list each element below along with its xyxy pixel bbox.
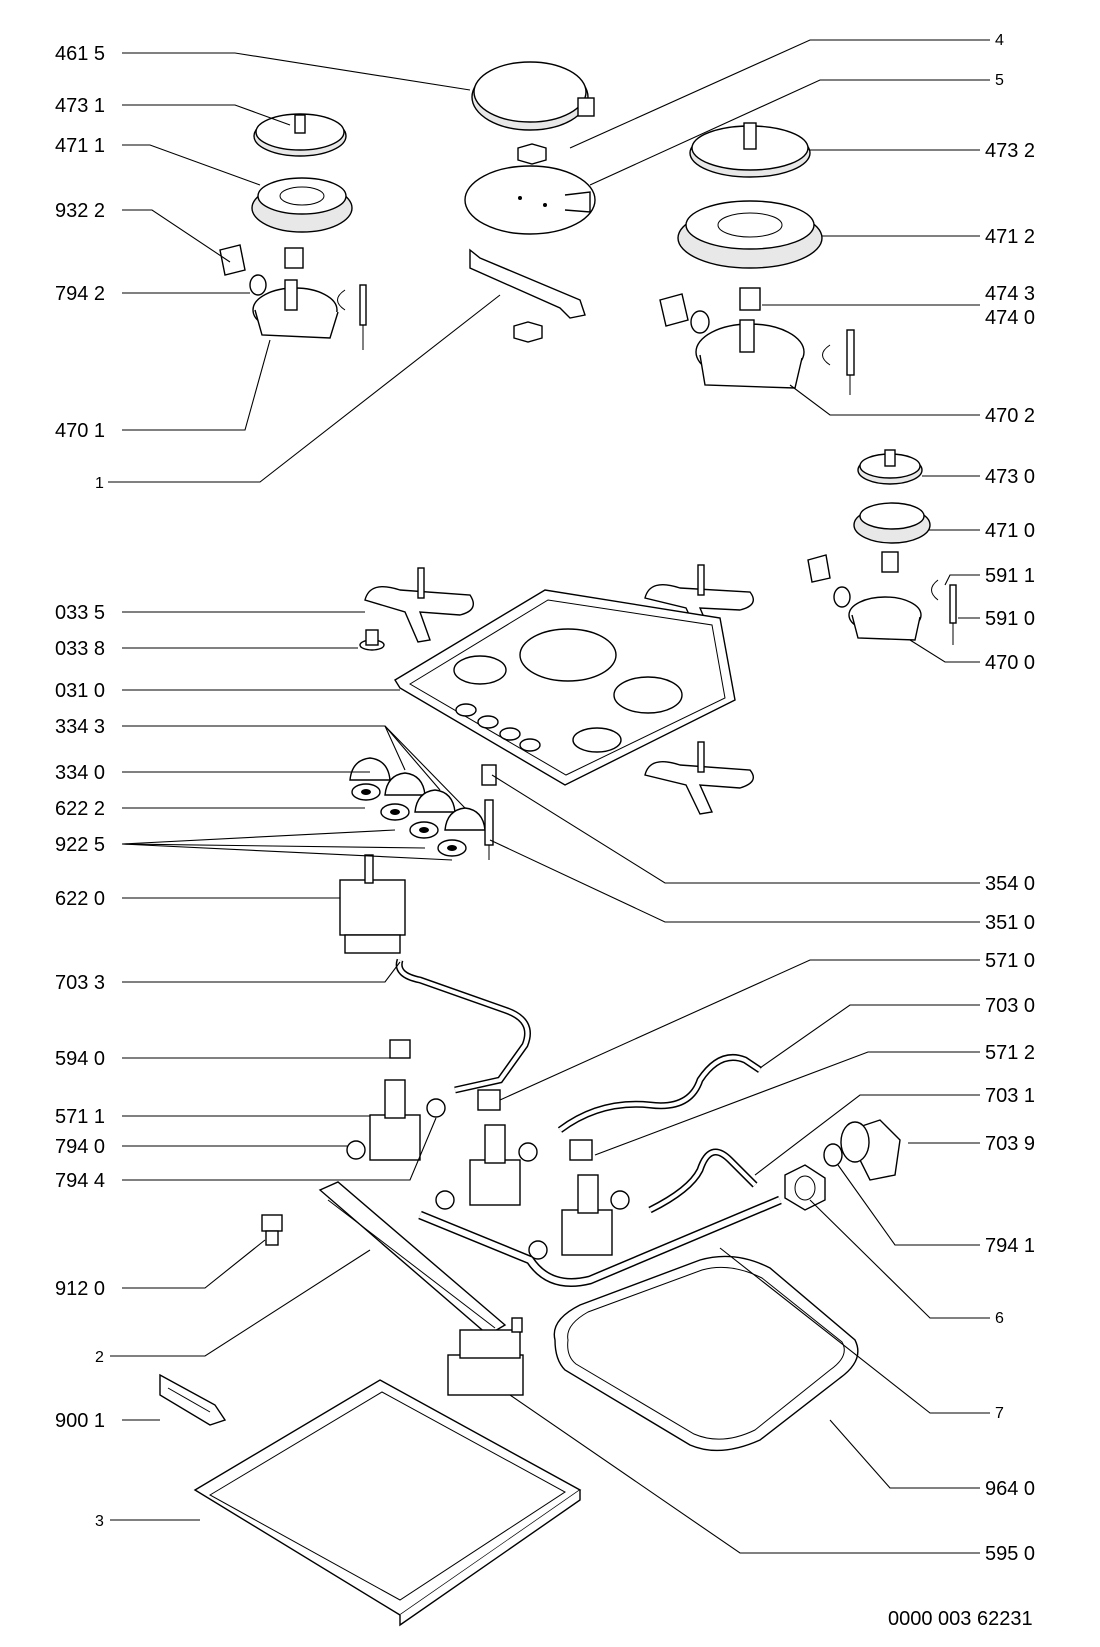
part-hob-top-plate xyxy=(394,589,736,786)
label-703-9: 703 9 xyxy=(985,1133,1035,1155)
label-3: 3 xyxy=(95,1513,104,1530)
label-1: 1 xyxy=(95,475,104,492)
label-461-5: 461 5 xyxy=(55,43,105,65)
label-622-2: 622 2 xyxy=(55,798,105,820)
label-470-2: 470 2 xyxy=(985,405,1035,427)
label-473-0: 473 0 xyxy=(985,466,1035,488)
part-thermocouple-left xyxy=(337,284,367,350)
label-703-0: 703 0 xyxy=(985,995,1035,1017)
part-ignition-unit xyxy=(447,1317,524,1396)
label-474-0: 474 0 xyxy=(985,307,1035,329)
label-794-0: 794 0 xyxy=(55,1136,105,1158)
label-964-0: 964 0 xyxy=(985,1478,1035,1500)
part-pan-support-left xyxy=(364,567,474,643)
part-seal-gasket xyxy=(553,1255,859,1452)
part-injector-left xyxy=(284,247,304,269)
label-4: 4 xyxy=(995,32,1004,49)
part-base-tray xyxy=(193,1379,582,1627)
label-900-1: 900 1 xyxy=(55,1410,105,1432)
label-6: 6 xyxy=(995,1310,1004,1327)
part-pan-support-top-right xyxy=(644,564,754,639)
part-injector-474-3 xyxy=(739,287,761,311)
part-gas-valve-571-2 xyxy=(528,1139,630,1260)
part-pan-support-bottom-right xyxy=(644,741,754,815)
part-ignition-switch xyxy=(339,854,406,954)
part-burner-head-471-0 xyxy=(853,502,931,544)
label-571-0: 571 0 xyxy=(985,950,1035,972)
part-burner-body-470-1 xyxy=(252,279,339,339)
label-031-0: 031 0 xyxy=(55,680,105,702)
part-burner-head-471-1 xyxy=(251,177,353,233)
part-nut-top xyxy=(517,143,547,165)
label-2: 2 xyxy=(95,1349,104,1366)
part-support-rail xyxy=(318,1181,507,1336)
label-912-0: 912 0 xyxy=(55,1278,105,1300)
part-burner-body-470-2 xyxy=(695,319,805,389)
part-burner-cap-473-2 xyxy=(689,122,811,178)
label-473-1: 473 1 xyxy=(55,95,105,117)
label-922-5: 922 5 xyxy=(55,834,105,856)
label-471-1: 471 1 xyxy=(55,135,105,157)
leader-lines xyxy=(108,39,990,1554)
drawing-number: 0000 003 62231 xyxy=(888,1608,1033,1630)
label-334-0: 334 0 xyxy=(55,762,105,784)
label-595-0: 595 0 xyxy=(985,1543,1035,1565)
label-470-1: 470 1 xyxy=(55,420,105,442)
label-033-5: 033 5 xyxy=(55,602,105,624)
part-clip-932-2 xyxy=(219,244,267,296)
part-clip-right xyxy=(659,293,710,334)
labels-left: 461 5 473 1 471 1 932 2 794 2 470 1 1 03… xyxy=(55,43,105,1530)
labels-right: 4 5 473 2 471 2 474 3 474 0 470 2 473 0 … xyxy=(985,32,1035,1565)
part-heat-plate xyxy=(464,165,596,235)
part-large-burner-cap xyxy=(471,61,595,131)
label-351-0: 351 0 xyxy=(985,912,1035,934)
part-burner-head-471-2 xyxy=(677,200,823,269)
part-thermocouple-small xyxy=(931,579,957,645)
label-703-3: 703 3 xyxy=(55,972,105,994)
label-7: 7 xyxy=(995,1405,1004,1422)
part-bracket xyxy=(469,248,586,343)
label-471-0: 471 0 xyxy=(985,520,1035,542)
label-932-2: 932 2 xyxy=(55,200,105,222)
label-571-1: 571 1 xyxy=(55,1106,105,1128)
label-5: 5 xyxy=(995,72,1004,89)
part-gas-pipes xyxy=(395,958,782,1287)
part-hex-nut-6 xyxy=(784,1164,826,1211)
part-burner-cap-473-0 xyxy=(857,449,923,485)
label-591-0: 591 0 xyxy=(985,608,1035,630)
part-burner-cap-473-1 xyxy=(253,113,347,157)
label-473-2: 473 2 xyxy=(985,140,1035,162)
part-screw xyxy=(261,1214,283,1246)
part-knob-bezels xyxy=(351,783,467,857)
label-571-2: 571 2 xyxy=(985,1042,1035,1064)
label-474-3: 474 3 xyxy=(985,283,1035,305)
label-794-4: 794 4 xyxy=(55,1170,105,1192)
part-thermocouple-right xyxy=(822,329,855,395)
part-burner-body-470-0 xyxy=(848,596,922,641)
label-354-0: 354 0 xyxy=(985,873,1035,895)
part-fixing-clamp xyxy=(159,1373,227,1426)
part-injector-right-small xyxy=(881,551,899,573)
label-470-0: 470 0 xyxy=(985,652,1035,674)
part-clip-small-right xyxy=(807,554,851,608)
part-gas-valve-571-0 xyxy=(435,1089,538,1210)
label-471-2: 471 2 xyxy=(985,226,1035,248)
label-591-1: 591 1 xyxy=(985,565,1035,587)
label-033-8: 033 8 xyxy=(55,638,105,660)
part-ignition-button xyxy=(481,764,497,860)
part-gas-valve-571-1 xyxy=(346,1039,446,1161)
label-334-3: 334 3 xyxy=(55,716,105,738)
part-rubber-foot xyxy=(359,629,385,651)
label-594-0: 594 0 xyxy=(55,1048,105,1070)
part-washer-794-1 xyxy=(823,1143,843,1167)
label-703-1: 703 1 xyxy=(985,1085,1035,1107)
label-794-1: 794 1 xyxy=(985,1235,1035,1257)
parts-artwork xyxy=(159,61,957,1627)
part-control-knobs xyxy=(349,757,486,831)
label-794-2: 794 2 xyxy=(55,283,105,305)
label-622-0: 622 0 xyxy=(55,888,105,910)
part-elbow-fitting xyxy=(840,1119,901,1181)
